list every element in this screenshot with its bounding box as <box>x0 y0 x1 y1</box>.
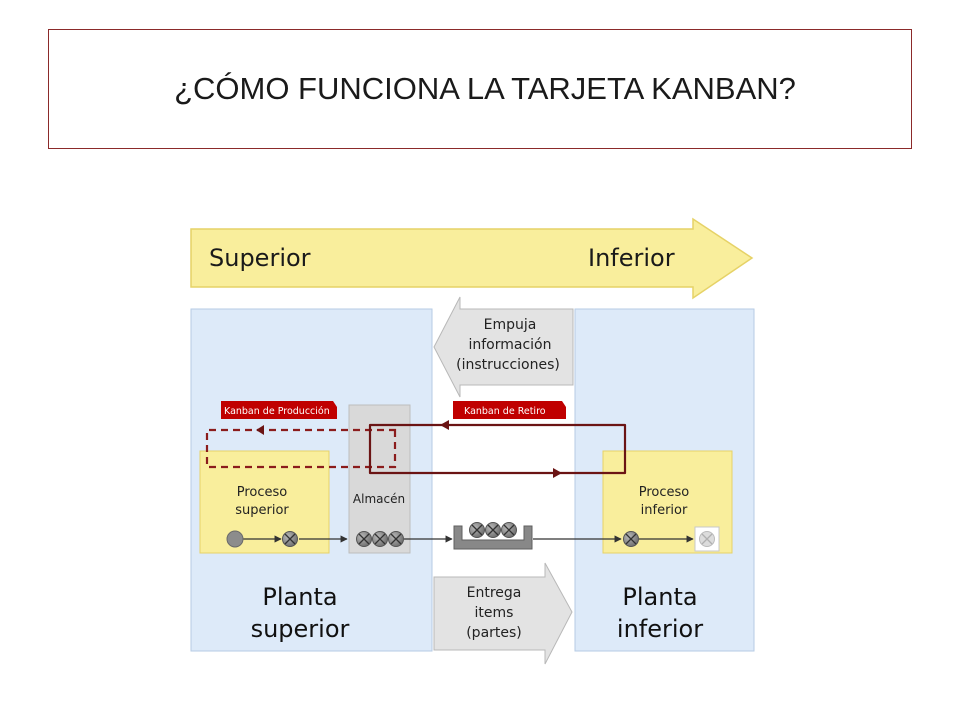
information-arrow: Empuja información (instrucciones) <box>433 296 574 398</box>
production-kanban-loop <box>205 428 397 469</box>
upper-plant-line1: Planta <box>262 583 337 611</box>
upper-process-line2: superior <box>235 503 289 518</box>
withdrawal-kanban-arrowhead-right <box>553 468 562 478</box>
info-arrow-line2: información <box>468 337 551 353</box>
info-arrow-line1: Empuja <box>484 317 537 333</box>
warehouse-box <box>348 404 411 554</box>
upper-process-line1: Proceso <box>237 485 288 500</box>
production-kanban-card: Kanban de Producción <box>221 401 337 419</box>
withdrawal-kanban-label: Kanban de Retiro <box>464 406 546 417</box>
raw-item <box>226 530 244 548</box>
withdrawal-kanban-loop <box>368 423 627 475</box>
production-kanban-arrowhead <box>256 425 264 435</box>
upper-plant-line2: superior <box>251 615 350 643</box>
lower-plant-line1: Planta <box>622 583 697 611</box>
delivery-arrow-line3: (partes) <box>466 625 522 641</box>
withdrawal-kanban-arrowhead-left <box>440 420 449 430</box>
delivery-arrow-line2: items <box>475 605 514 621</box>
lower-process-item <box>623 531 639 547</box>
warehouse-items <box>356 531 404 547</box>
title-box: ¿CÓMO FUNCIONA LA TARJETA KANBAN? <box>48 29 912 149</box>
downstream-label: Inferior <box>588 244 675 272</box>
info-arrow-line3: (instrucciones) <box>456 357 560 373</box>
direction-arrow: Superior Inferior <box>190 217 754 300</box>
transport-tray <box>453 522 533 550</box>
upper-process-item <box>282 531 298 547</box>
lower-process-line1: Proceso <box>639 485 690 500</box>
delivery-arrow: Entrega items (partes) <box>433 562 573 665</box>
lower-process-line2: inferior <box>641 503 688 518</box>
slide-title: ¿CÓMO FUNCIONA LA TARJETA KANBAN? <box>174 71 796 106</box>
production-kanban-label: Kanban de Producción <box>224 406 330 417</box>
delivery-arrow-line1: Entrega <box>467 585 522 601</box>
warehouse-label: Almacén <box>353 492 405 506</box>
upstream-label: Superior <box>209 244 311 272</box>
withdrawal-kanban-card: Kanban de Retiro <box>453 401 566 419</box>
consumed-item <box>694 526 720 552</box>
lower-plant-line2: inferior <box>617 615 703 643</box>
